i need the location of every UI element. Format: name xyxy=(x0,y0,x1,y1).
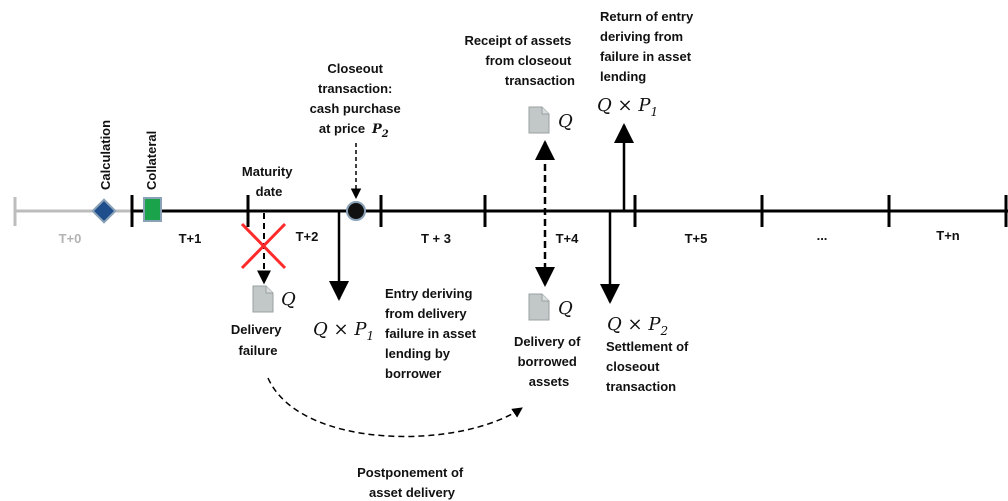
closeout-price-symbol: P2 xyxy=(371,122,389,140)
entry-failure-sub: 1 xyxy=(366,329,374,343)
entry-failure-line-2: from delivery xyxy=(385,306,467,321)
receipt-q-label: Q xyxy=(558,111,573,132)
collateral-square-marker xyxy=(143,197,162,222)
settlement-q: Q xyxy=(607,314,622,335)
delivery-failure-line-1: Delivery xyxy=(231,322,282,337)
delivery-borrowed-line-2: borrowed xyxy=(518,354,577,369)
maturity-date-label: Maturity date xyxy=(242,164,296,199)
settlement-p: P xyxy=(647,314,661,335)
receipt-line-3: transaction xyxy=(505,73,575,88)
entry-failure-line-1: Entry deriving xyxy=(385,286,472,301)
settlement-line-3: transaction xyxy=(606,379,676,394)
closeout-line-4: at price xyxy=(319,121,365,136)
period-label-t3: T + 3 xyxy=(421,231,451,246)
delivery-borrowed-label: Delivery of borrowed assets xyxy=(514,334,584,389)
entry-failure-q: Q xyxy=(313,319,328,340)
delivery-borrowed-q-label: Q xyxy=(558,298,573,319)
entry-failure-line-3: failure in asset xyxy=(385,326,477,341)
entry-failure-label: Entry deriving from delivery failure in … xyxy=(385,286,480,381)
receipt-document-icon xyxy=(528,106,550,134)
delivery-failure-q-label: Q xyxy=(281,289,296,310)
return-entry-line-3: failure in asset xyxy=(600,49,692,64)
period-label-t4: T+4 xyxy=(556,231,580,246)
period-label-ellipsis: ... xyxy=(817,228,828,243)
period-labels: T+0 T+1 T+2 T + 3 T+4 T+5 ... T+n xyxy=(59,228,960,250)
closeout-line-3: cash purchase xyxy=(310,101,401,116)
settlement-times: × xyxy=(628,314,643,335)
delivery-borrowed-line-3: assets xyxy=(529,374,569,389)
delivery-borrowed-document-icon xyxy=(528,293,550,321)
return-entry-q: Q xyxy=(597,95,612,116)
maturity-date-line-2: date xyxy=(256,184,283,199)
closeout-line-1: Closeout xyxy=(327,61,383,76)
delivery-borrowed-line-1: Delivery of xyxy=(514,334,581,349)
period-label-tn: T+n xyxy=(936,228,960,243)
closeout-price-p: P xyxy=(371,122,383,137)
period-label-t5-box xyxy=(670,228,722,250)
receipt-assets-label: Receipt of assets from closeout transact… xyxy=(464,33,575,88)
closeout-transaction-label: Closeout transaction: cash purchase at p… xyxy=(310,61,405,136)
receipt-line-2: from closeout xyxy=(485,53,572,68)
return-entry-label: Return of entry deriving from failure in… xyxy=(600,9,697,84)
period-label-t2: T+2 xyxy=(296,229,319,244)
closeout-price-sub: 2 xyxy=(381,129,389,140)
return-entry-line-2: deriving from xyxy=(600,29,683,44)
return-entry-amount: Q × P1 xyxy=(597,95,658,119)
settlement-sub: 2 xyxy=(659,324,668,338)
return-entry-sub: 1 xyxy=(650,105,658,119)
closeout-event-dot xyxy=(346,201,366,221)
closeout-line-2: transaction: xyxy=(318,81,392,96)
settlement-line-1: Settlement of xyxy=(606,339,689,354)
return-entry-line-4: lending xyxy=(600,69,646,84)
receipt-line-1: Receipt of assets xyxy=(464,33,571,48)
collateral-label: Collateral xyxy=(144,131,159,190)
settlement-line-2: closeout xyxy=(606,359,660,374)
calculation-label: Calculation xyxy=(98,120,113,190)
return-entry-p: P xyxy=(637,95,651,116)
postponement-curved-dashed-arrow xyxy=(267,377,523,438)
maturity-date-line-1: Maturity xyxy=(242,164,293,179)
period-label-t0: T+0 xyxy=(59,231,82,246)
settlement-label: Settlement of closeout transaction xyxy=(606,339,692,394)
delivery-failure-line-2: failure xyxy=(238,343,277,358)
postponement-line-2: asset delivery xyxy=(369,485,456,500)
postponement-line-1: Postponement of xyxy=(357,465,464,480)
calculation-diamond-marker xyxy=(91,198,117,224)
entry-failure-times: × xyxy=(334,319,349,340)
settlement-amount: Q × P2 xyxy=(607,314,668,338)
entry-failure-p: P xyxy=(353,319,367,340)
period-label-t5: T+5 xyxy=(685,231,708,246)
postponement-label: Postponement of asset delivery xyxy=(357,465,467,500)
failure-cross-icon xyxy=(240,222,287,270)
period-label-t1: T+1 xyxy=(179,231,202,246)
entry-failure-line-4: lending by xyxy=(385,346,451,361)
return-entry-line-1: Return of entry xyxy=(600,9,694,24)
delivery-failure-label: Delivery failure xyxy=(231,322,285,358)
timeline xyxy=(13,195,1008,227)
entry-failure-line-5: borrower xyxy=(385,366,441,381)
entry-failure-amount: Q × P1 xyxy=(313,319,374,343)
delivery-failure-document-icon xyxy=(252,285,274,313)
return-entry-times: × xyxy=(618,95,633,116)
